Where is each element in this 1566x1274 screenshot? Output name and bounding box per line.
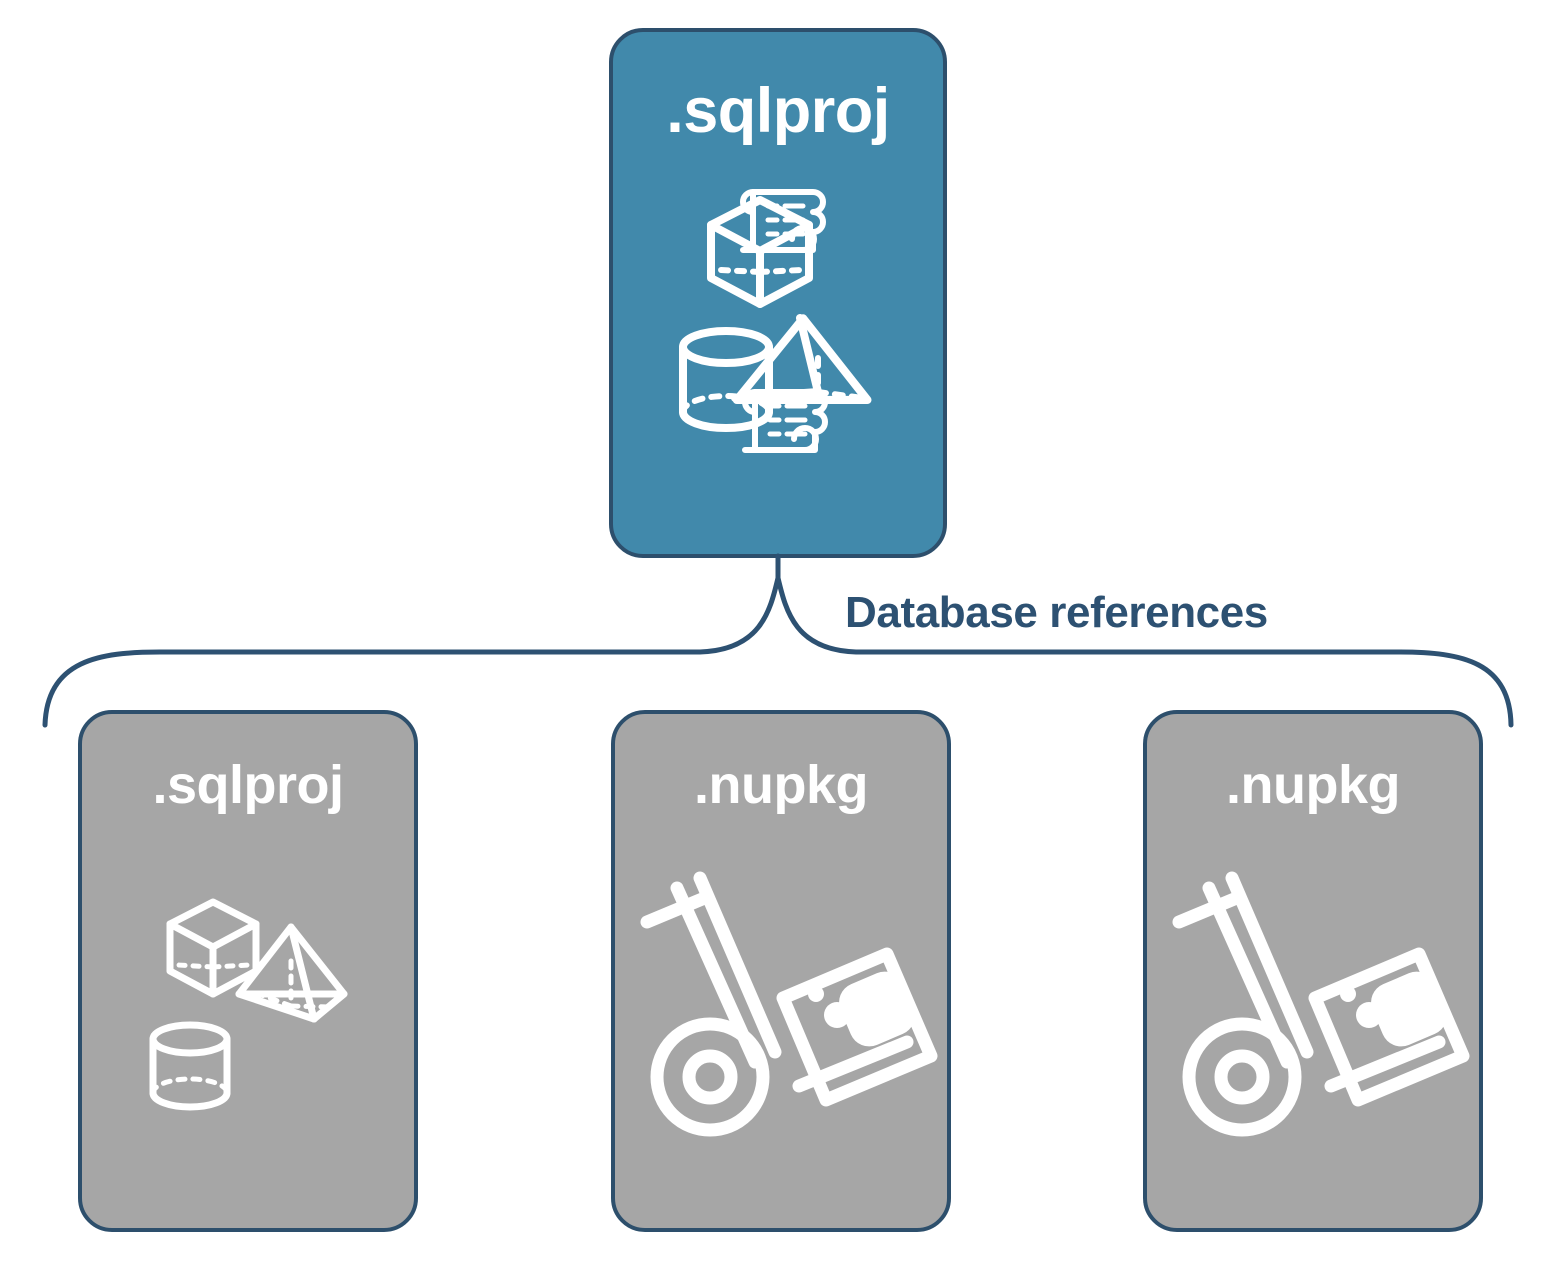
- node-artwork-package-delivery: [1147, 864, 1479, 1204]
- nuget-package-box-icon: [1308, 947, 1470, 1107]
- node-title: .nupkg: [1226, 755, 1400, 815]
- node-artwork-database-objects: [613, 172, 943, 462]
- node-card-nupkg-1[interactable]: .nupkg: [611, 710, 951, 1232]
- node-card-nupkg-2[interactable]: .nupkg: [1143, 710, 1483, 1232]
- node-title: .sqlproj: [152, 755, 344, 815]
- node-title: .nupkg: [694, 755, 868, 815]
- connector-label: Database references: [845, 588, 1268, 637]
- nuget-package-box-icon: [776, 947, 938, 1107]
- nuget-logo-icon: [808, 971, 915, 1047]
- script-scroll-icon: [740, 189, 826, 253]
- node-title: .sqlproj: [666, 76, 890, 146]
- cylinder-wireframe-icon: [149, 1021, 231, 1111]
- node-card-sqlproj-source[interactable]: .sqlproj: [609, 28, 947, 558]
- node-artwork-package-delivery: [615, 864, 947, 1204]
- handtruck-wheel-icon: [650, 1017, 770, 1137]
- node-artwork-database-objects: [82, 879, 414, 1179]
- cylinder-wireframe-icon: [679, 327, 773, 432]
- script-scroll-icon: [742, 389, 828, 453]
- nuget-logo-icon: [1340, 971, 1447, 1047]
- handtruck-wheel-icon: [1182, 1017, 1302, 1137]
- cube-wireframe-icon: [166, 898, 260, 998]
- bracket-left-arm: [42, 575, 781, 728]
- pyramid-wireframe-icon: [235, 923, 348, 1023]
- node-card-sqlproj-reference[interactable]: .sqlproj: [78, 710, 418, 1232]
